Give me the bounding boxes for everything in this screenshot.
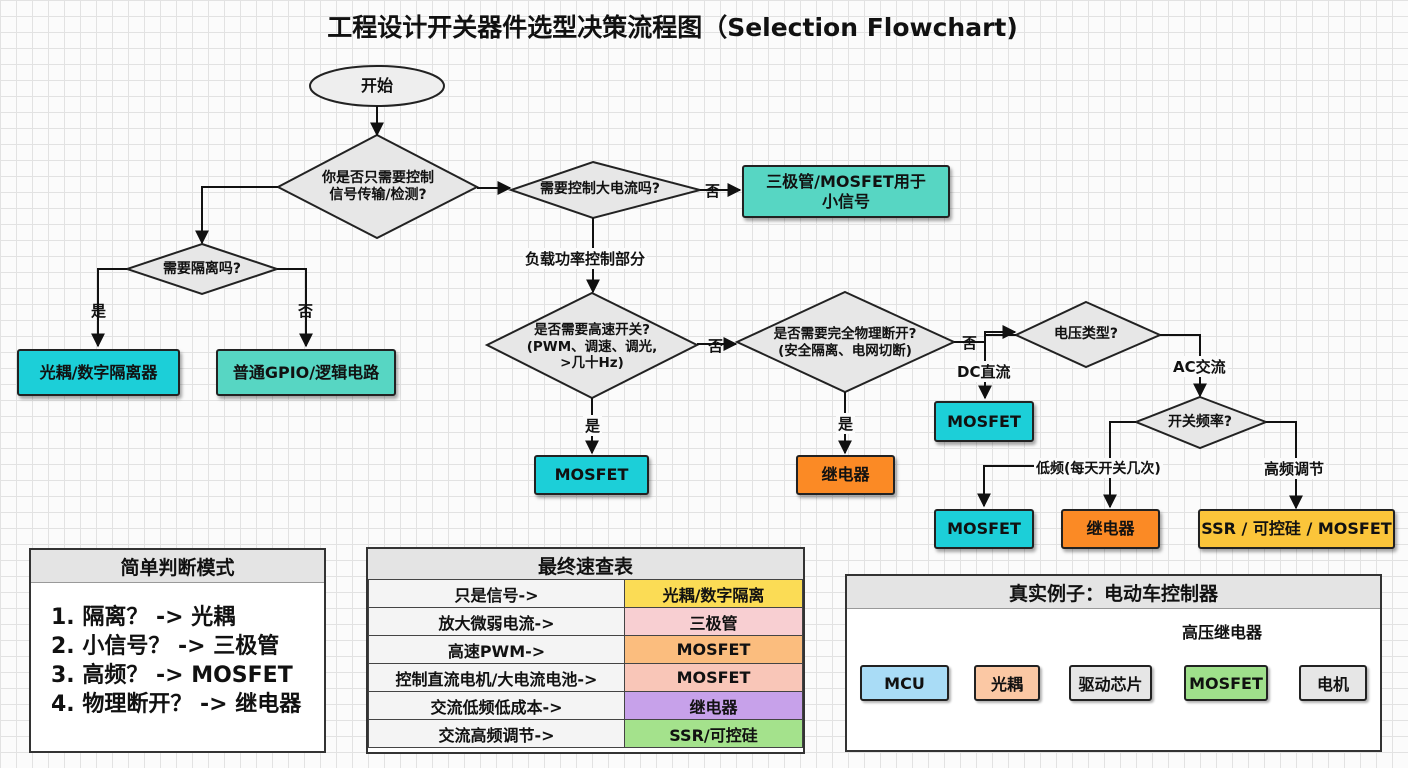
optocoupler-box: 光耦/数字隔离器 xyxy=(17,349,180,396)
isolation-decision-diamond xyxy=(123,242,281,296)
ssr-thyristor-mosfet-box: SSR / 可控硅 / MOSFET xyxy=(1198,509,1395,549)
quick-reference-row: 高速PWM->MOSFET xyxy=(368,635,803,664)
example-panel: 真实例子：电动车控制器 xyxy=(845,574,1382,752)
simple-mode-item: 3. 高频？ -> MOSFET xyxy=(51,663,293,688)
quick-reference-key: 交流低频低成本-> xyxy=(368,691,625,720)
signal-decision-diamond xyxy=(275,133,480,240)
high-voltage-relay-label: 高压继电器 xyxy=(1182,623,1263,642)
quick-reference-row: 放大微弱电流->三极管 xyxy=(368,607,803,636)
edge-label-high-freq: 高频调节 xyxy=(1262,458,1327,479)
signal-decision-text: 你是否只需要控制 信号传输/检测? xyxy=(322,169,434,204)
edge-label-no-physical: 否 xyxy=(962,334,978,352)
mosfet-dc-box: MOSFET xyxy=(934,401,1034,442)
simple-mode-item: 4. 物理断开？ -> 继电器 xyxy=(51,692,302,717)
simple-mode-panel: 简单判断模式 1. 隔离？ -> 光耦 2. 小信号？ -> 三极管 3. 高频… xyxy=(29,548,326,753)
start-label: 开始 xyxy=(360,76,393,95)
edge-label-yes-physical: 是 xyxy=(836,413,856,434)
frequency-decision-diamond xyxy=(1133,395,1269,450)
edge-label-load-part: 负载功率控制部分 xyxy=(523,248,648,269)
simple-mode-item: 2. 小信号？ -> 三极管 xyxy=(51,634,280,659)
edge-isolation-optocoupler xyxy=(91,268,127,348)
quick-reference-row: 交流低频低成本->继电器 xyxy=(368,691,803,720)
quick-reference-key: 交流高频调节-> xyxy=(368,719,625,748)
quick-reference-value: MOSFET xyxy=(624,663,803,692)
example-mosfet-box: MOSFET xyxy=(1184,665,1268,701)
gpio-logic-box: 普通GPIO/逻辑电路 xyxy=(216,349,396,396)
isolation-decision-text: 需要隔离吗? xyxy=(162,261,242,278)
edge-label-ac: AC交流 xyxy=(1171,356,1228,377)
relay-lowfreq-box: 继电器 xyxy=(1061,509,1160,549)
edge-frequency-high xyxy=(1266,421,1303,510)
quick-reference-value: 三极管 xyxy=(624,607,803,636)
quick-reference-row: 交流高频调节->SSR/可控硅 xyxy=(368,719,803,748)
edge-label-no-speed: 否 xyxy=(708,337,724,355)
simple-mode-title: 简单判断模式 xyxy=(31,550,324,583)
relay-physical-box: 继电器 xyxy=(796,455,895,495)
edge-label-low-freq: 低频(每天开关几次) xyxy=(1034,458,1163,478)
quick-reference-value: 光耦/数字隔离 xyxy=(624,579,803,608)
simple-mode-item: 1. 隔离？ -> 光耦 xyxy=(51,605,236,630)
quick-reference-value: SSR/可控硅 xyxy=(624,719,803,748)
quick-reference-key: 控制直流电机/大电流电池-> xyxy=(368,663,625,692)
current-decision-text: 需要控制大电流吗? xyxy=(539,181,661,198)
edge-label-yes-isolation: 是 xyxy=(91,302,107,320)
quick-reference-key: 高速PWM-> xyxy=(368,635,625,664)
quick-reference-key: 放大微弱电流-> xyxy=(368,607,625,636)
example-title: 真实例子：电动车控制器 xyxy=(847,576,1380,609)
quick-reference-value: 继电器 xyxy=(624,691,803,720)
edge-label-yes-speed: 是 xyxy=(583,415,603,436)
quick-reference-value: MOSFET xyxy=(624,635,803,664)
edge-signal-isolation xyxy=(195,186,278,245)
example-mcu-box: MCU xyxy=(860,665,949,701)
page-title: 工程设计开关器件选型决策流程图（Selection Flowchart) xyxy=(327,13,1018,42)
example-optocoupler-box: 光耦 xyxy=(974,665,1040,701)
quick-reference-row: 控制直流电机/大电流电池->MOSFET xyxy=(368,663,803,692)
quick-reference-row: 只是信号->光耦/数字隔离 xyxy=(368,579,803,608)
frequency-decision-text: 开关频率? xyxy=(1167,414,1233,431)
mosfet-lowfreq-box: MOSFET xyxy=(934,509,1034,549)
example-motor-box: 电机 xyxy=(1299,665,1367,701)
physical-decision-text: 是否需要完全物理断开? (安全隔离、电网切断) xyxy=(773,326,917,359)
quick-reference-key: 只是信号-> xyxy=(368,579,625,608)
edge-label-no-current: 否 xyxy=(705,182,721,200)
edge-label-no-isolation: 否 xyxy=(298,302,314,320)
transistor-small-signal-box: 三极管/MOSFET用于 小信号 xyxy=(742,165,950,218)
highspeed-decision-text: 是否需要高速开关? (PWM、调速、调光, >几十Hz) xyxy=(526,321,658,372)
simple-mode-list: 1. 隔离？ -> 光耦 2. 小信号？ -> 三极管 3. 高频？ -> MO… xyxy=(31,583,324,719)
voltage-decision-text: 电压类型? xyxy=(1053,326,1119,343)
edge-isolation-gpio xyxy=(277,268,313,348)
example-driver-chip-box: 驱动芯片 xyxy=(1069,665,1152,701)
voltage-decision-diamond xyxy=(1013,300,1163,369)
edge-label-dc: DC直流 xyxy=(955,361,1013,382)
quick-reference-title: 最终速查表 xyxy=(368,549,803,582)
mosfet-highspeed-box: MOSFET xyxy=(534,455,649,495)
